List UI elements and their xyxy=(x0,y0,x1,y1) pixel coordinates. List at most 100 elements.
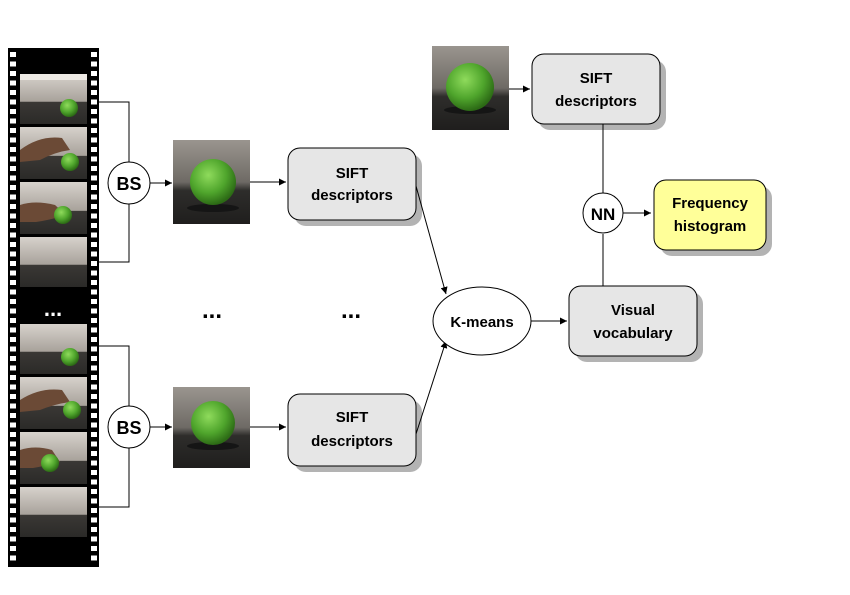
bs-label: BS xyxy=(116,418,141,438)
sprocket-hole xyxy=(91,308,97,314)
sprocket-hole xyxy=(91,80,97,86)
arrow-sift-top-to-kmeans xyxy=(415,185,448,295)
film-ellipsis: ... xyxy=(44,296,62,321)
histogram-label-line1: Frequency xyxy=(672,195,749,212)
sprocket-hole xyxy=(91,508,97,513)
sprocket-hole xyxy=(10,251,16,257)
film-frame xyxy=(20,432,87,484)
sprocket-hole xyxy=(10,52,16,57)
sprocket-hole xyxy=(10,451,16,456)
sprocket-hole xyxy=(10,337,16,342)
sprocket-hole xyxy=(91,527,97,532)
sprocket-hole xyxy=(91,346,97,352)
sprocket-hole xyxy=(10,90,16,95)
sprocket-hole xyxy=(10,508,16,513)
sprocket-hole xyxy=(10,118,16,124)
sift-label-line1: SIFT xyxy=(580,70,613,87)
sprocket-hole xyxy=(91,61,97,67)
histogram-label-line2: histogram xyxy=(674,218,747,235)
sift-label-line2: descriptors xyxy=(555,93,637,110)
sprocket-hole xyxy=(10,137,16,143)
sprocket-hole xyxy=(10,175,16,181)
sprocket-hole xyxy=(91,384,97,390)
film-to-bs-connectors xyxy=(99,101,130,508)
sprocket-hole xyxy=(10,185,16,190)
sprocket-hole xyxy=(10,470,16,475)
sprocket-hole xyxy=(91,546,97,551)
sprocket-hole xyxy=(91,394,97,399)
green-ball-photo xyxy=(173,140,250,224)
kmeans-node: K-means xyxy=(432,286,532,356)
sprocket-hole xyxy=(10,242,16,247)
sprocket-hole xyxy=(91,128,97,133)
sprocket-hole xyxy=(10,223,16,228)
sprocket-hole xyxy=(10,109,16,114)
sprocket-hole xyxy=(91,194,97,200)
sprocket-hole xyxy=(91,413,97,418)
film-sprocket-holes xyxy=(10,52,97,561)
film-frame xyxy=(20,377,87,429)
sprocket-hole xyxy=(10,394,16,399)
film-frame xyxy=(20,237,87,287)
sprocket-hole xyxy=(91,337,97,342)
sprocket-hole xyxy=(10,413,16,418)
green-ball-photo xyxy=(173,387,250,468)
visual-vocabulary-box: Visual vocabulary xyxy=(568,285,703,362)
sprocket-hole xyxy=(91,232,97,238)
sift-label-line2: descriptors xyxy=(311,433,393,450)
sprocket-hole xyxy=(10,99,16,105)
sprocket-hole xyxy=(10,261,16,266)
sprocket-hole xyxy=(91,536,97,542)
sprocket-hole xyxy=(91,137,97,143)
sprocket-hole xyxy=(91,365,97,371)
middle-ellipsis-left: ... xyxy=(202,297,222,324)
sprocket-hole xyxy=(91,375,97,380)
sprocket-hole xyxy=(10,498,16,504)
frequency-histogram-box: Frequency histogram xyxy=(653,179,772,256)
sprocket-hole xyxy=(91,99,97,105)
sprocket-hole xyxy=(91,118,97,124)
sprocket-hole xyxy=(91,223,97,228)
sprocket-hole xyxy=(91,460,97,466)
sprocket-hole xyxy=(10,147,16,152)
bs-node-top: BS xyxy=(107,161,151,205)
sprocket-hole xyxy=(91,318,97,323)
sprocket-hole xyxy=(91,147,97,152)
sprocket-hole xyxy=(91,299,97,304)
sift-descriptors-box-bottom: SIFT descriptors xyxy=(287,393,422,472)
sprocket-hole xyxy=(10,194,16,200)
sprocket-hole xyxy=(10,441,16,447)
sprocket-hole xyxy=(10,403,16,409)
sprocket-hole xyxy=(10,422,16,428)
sprocket-hole xyxy=(10,213,16,219)
sprocket-hole xyxy=(91,90,97,95)
sprocket-hole xyxy=(10,375,16,380)
sprocket-hole xyxy=(91,251,97,257)
sprocket-hole xyxy=(91,498,97,504)
sprocket-hole xyxy=(91,289,97,295)
sprocket-hole xyxy=(91,213,97,219)
sift-descriptors-box-query: SIFT descriptors xyxy=(531,53,666,130)
sprocket-hole xyxy=(91,489,97,494)
film-strip-icon: ... xyxy=(8,48,99,567)
sprocket-hole xyxy=(10,527,16,532)
sift-descriptors-box-top: SIFT descriptors xyxy=(287,147,422,226)
sprocket-hole xyxy=(10,71,16,76)
kmeans-label: K-means xyxy=(450,314,513,331)
nn-node: NN xyxy=(582,192,624,234)
sprocket-hole xyxy=(91,270,97,276)
film-frame xyxy=(20,74,87,124)
sprocket-hole xyxy=(91,555,97,561)
sprocket-hole xyxy=(91,109,97,114)
sprocket-hole xyxy=(10,80,16,86)
sprocket-hole xyxy=(10,356,16,361)
sprocket-hole xyxy=(91,432,97,437)
sprocket-hole xyxy=(10,555,16,561)
sprocket-hole xyxy=(10,156,16,162)
sift-label-line1: SIFT xyxy=(336,165,369,182)
sprocket-hole xyxy=(10,546,16,551)
sprocket-hole xyxy=(91,280,97,285)
film-frame xyxy=(20,324,87,374)
nn-label: NN xyxy=(591,205,616,224)
